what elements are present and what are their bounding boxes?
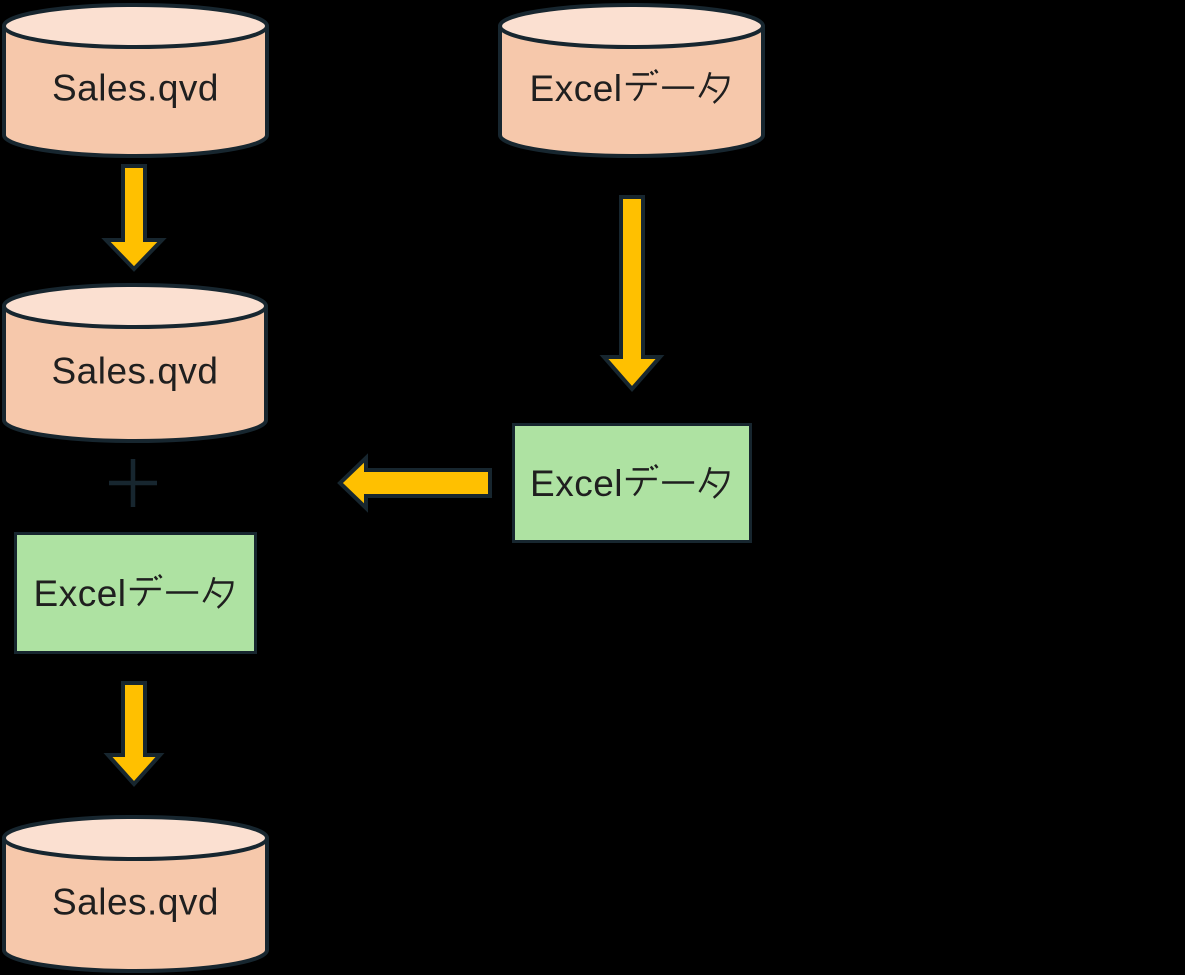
database-cylinder-icon [498, 3, 765, 158]
database-cylinder-icon [2, 815, 269, 973]
node-label: Excel [530, 464, 734, 502]
node-excel-data-loaded: Excel [512, 423, 752, 543]
katakana-glyph [698, 467, 730, 499]
database-cylinder-icon [2, 283, 268, 443]
database-cylinder-icon [2, 3, 269, 158]
node-label: Sales.qvd [51, 350, 219, 392]
katakana-glyph [661, 86, 694, 90]
node-excel-data-merged: Excel [14, 532, 257, 654]
node-label: Excel [34, 574, 238, 612]
arrow-left-excel-to-merge-icon [337, 453, 492, 513]
plus-operator-icon: + [109, 459, 157, 507]
katakana-glyph [697, 72, 730, 105]
arrow-down-merge-to-output-icon [103, 681, 165, 787]
node-label: Sales.qvd [52, 67, 219, 109]
katakana-glyph [165, 591, 198, 594]
katakana-glyph [625, 464, 659, 497]
katakana-glyph [625, 69, 658, 102]
node-excel-data-source: Excel [498, 3, 765, 158]
katakana-glyph [662, 481, 695, 484]
node-sales-qvd-loaded: Sales.qvd [2, 283, 268, 443]
katakana-glyph [129, 574, 162, 607]
node-sales-qvd-output: Sales.qvd [2, 815, 269, 973]
node-sales-qvd-source: Sales.qvd [2, 3, 269, 158]
katakana-glyph [201, 577, 234, 609]
node-label: Excel [530, 69, 734, 107]
arrow-down-source-to-loaded-icon [101, 164, 167, 272]
arrow-down-excel-to-loaded-icon [599, 195, 665, 393]
node-label: Sales.qvd [52, 881, 219, 923]
